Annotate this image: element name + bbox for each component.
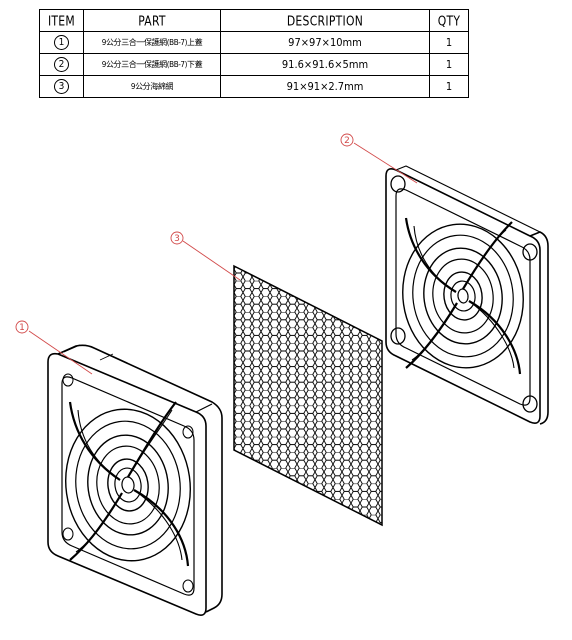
svg-text:3: 3 <box>174 234 180 244</box>
item-number-circle: 2 <box>54 57 69 72</box>
part-name-cell: 9公分海綿網 <box>83 75 221 98</box>
table-row: 3 9公分海綿網 91×91×2.7mm 1 <box>39 75 469 98</box>
col-header-qty: QTY <box>429 8 469 33</box>
table-row: 2 9公分三合一保護網(BB-7)下蓋 91.6×91.6×5mm 1 <box>39 53 469 76</box>
filter-mesh-part-3 <box>233 264 383 527</box>
parts-list-table: ITEM PART DESCRIPTION QTY 1 9公分三合一保護網(BB… <box>39 8 469 98</box>
svg-text:2: 2 <box>344 136 350 146</box>
front-cover-part-1 <box>47 344 223 616</box>
col-header-part: PART <box>83 8 221 33</box>
qty-cell: 1 <box>429 75 469 98</box>
callout-circles: 1 2 3 <box>15 133 354 334</box>
col-header-item: ITEM <box>39 8 84 33</box>
svg-text:1: 1 <box>19 323 25 333</box>
callout-3: 3 <box>170 231 184 245</box>
back-cover-part-2 <box>385 165 549 425</box>
callout-leaders <box>28 142 418 375</box>
item-number-circle: 3 <box>54 79 69 94</box>
table-header-row: ITEM PART DESCRIPTION QTY <box>39 8 469 33</box>
callout-1: 1 <box>15 320 29 334</box>
callout-2: 2 <box>340 133 354 147</box>
item-number-circle: 1 <box>54 35 69 50</box>
